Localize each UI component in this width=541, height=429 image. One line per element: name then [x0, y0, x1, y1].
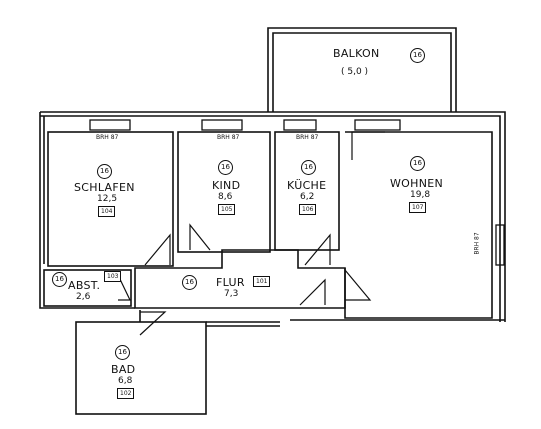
- outer-walls: [39, 111, 506, 322]
- schlafen-name: SCHLAFEN: [74, 181, 135, 194]
- abst-name: ABST.: [68, 279, 101, 292]
- kueche-code-circle: 16: [301, 160, 316, 175]
- flur-area: 7,3: [224, 289, 239, 299]
- wohnen-number: 107: [409, 202, 427, 213]
- abst-code-circle: 16: [52, 272, 67, 287]
- flur-name: FLUR: [216, 276, 245, 289]
- wohnen-window-brh: BRH 87: [473, 232, 481, 255]
- schlafen-window-brh: BRH 87: [96, 134, 119, 141]
- bad-walls: [75, 321, 207, 415]
- window-frames: [89, 119, 505, 266]
- schlafen-code-circle: 16: [97, 164, 112, 179]
- schlafen-walls: [47, 131, 174, 267]
- balkon-walls: [267, 27, 457, 112]
- balkon-area: ( 5,0 ): [341, 67, 369, 77]
- kueche-number: 106: [299, 204, 317, 215]
- bad-code-circle: 16: [115, 345, 130, 360]
- abst-walls: [43, 269, 132, 307]
- kind-area: 8,6: [218, 192, 233, 202]
- bad-area: 6,8: [118, 376, 133, 386]
- bad-name: BAD: [111, 363, 136, 376]
- kueche-window-brh: BRH 87: [296, 134, 319, 141]
- bad-number: 102: [117, 388, 135, 399]
- kind-code-circle: 16: [218, 160, 233, 175]
- flur-walls: [134, 249, 346, 309]
- kind-name: KIND: [212, 179, 241, 192]
- flur-number: 101: [253, 276, 271, 287]
- balkon-name: BALKON: [333, 47, 380, 60]
- wohnen-code-circle: 16: [410, 156, 425, 171]
- schlafen-area: 12,5: [97, 194, 118, 204]
- kueche-area: 6,2: [300, 192, 315, 202]
- kind-window-brh: BRH 87: [217, 134, 240, 141]
- abst-area: 2,6: [76, 292, 91, 302]
- wohnen-name: WOHNEN: [390, 177, 444, 190]
- balkon-code-circle: 16: [410, 48, 425, 63]
- abst-number: 103: [104, 271, 122, 282]
- schlafen-number: 104: [98, 206, 116, 217]
- kind-number: 105: [218, 204, 236, 215]
- kind-walls: [177, 131, 271, 253]
- kueche-walls: [274, 131, 340, 251]
- kueche-name: KÜCHE: [287, 179, 327, 192]
- door-swings: [117, 131, 385, 336]
- flur-code-circle: 16: [182, 275, 197, 290]
- wohnen-area: 19,8: [410, 190, 431, 200]
